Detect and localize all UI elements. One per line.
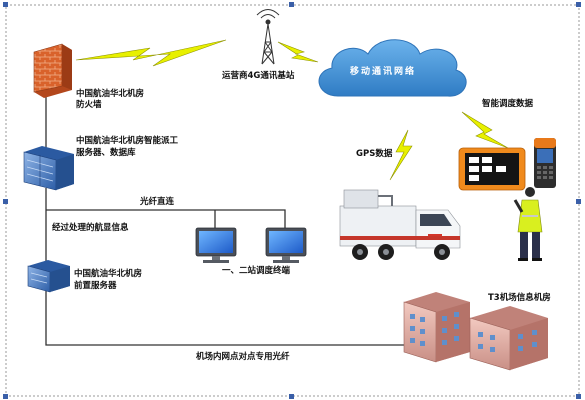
desktop-computer-icon [195, 227, 237, 263]
mobile-handheld-icon [534, 138, 556, 188]
t3-room-label: T3机场信息机房 [488, 292, 551, 303]
dispatch-terminals-label: 一、二站调度终端 [222, 265, 291, 276]
firewall-label-2: 防火墙 [76, 99, 102, 110]
gps-label: GPS数据 [356, 148, 393, 159]
handheld-terminal-icon [458, 147, 526, 191]
app-server-label-1: 中国航油华北机房智能派工 [76, 135, 179, 146]
base-station-label: 运营商4G通讯基站 [222, 70, 295, 81]
app-server-label-2: 服务器、数据库 [76, 147, 136, 158]
front-server-label-2: 前置服务器 [74, 280, 117, 291]
office-building-icon [403, 292, 548, 371]
lightning-tower-cloud-icon [277, 41, 319, 63]
firewall-icon [33, 43, 72, 98]
frame-handles [3, 2, 581, 399]
front-server-label-1: 中国航油华北机房 [74, 268, 142, 279]
fuel-truck-icon [339, 189, 461, 260]
fiber-direct-label: 光纤直连 [139, 196, 175, 207]
smart-dispatch-label: 智能调度数据 [481, 98, 534, 109]
wireless-links [75, 39, 509, 181]
lightning-gps-icon [389, 129, 413, 181]
desktop-computer-icon-2 [265, 227, 307, 263]
firewall-label-1: 中国航油华北机房 [76, 88, 144, 99]
field-worker-icon [513, 187, 543, 261]
processed-flight-label: 经过处理的航显信息 [52, 222, 129, 233]
lightning-firewall-tower-icon [75, 39, 227, 67]
airport-fiber-label: 机场内网点对点专用光纤 [196, 351, 290, 362]
cell-tower-icon [256, 9, 280, 65]
lightning-dispatch-icon [461, 111, 509, 149]
mobile-network-label: 移动通讯网络 [350, 65, 416, 77]
cloud-icon [318, 39, 467, 97]
front-server-icon [27, 260, 70, 293]
server-rack-icon [23, 146, 74, 191]
wired-links [45, 92, 420, 346]
